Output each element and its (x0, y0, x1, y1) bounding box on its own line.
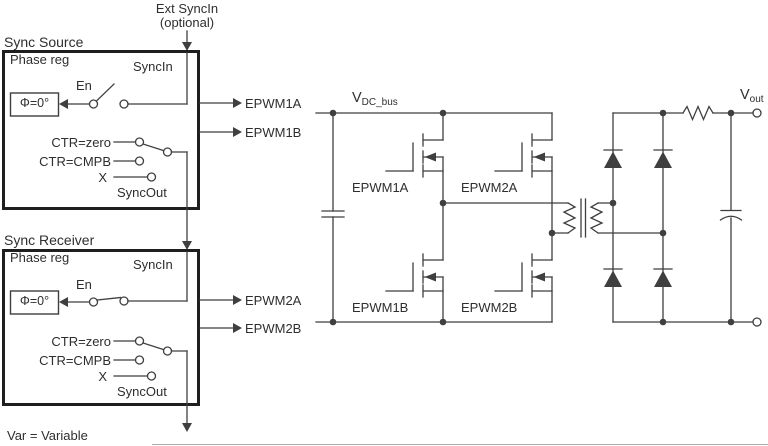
mosfet-epwm1a (385, 112, 444, 204)
diode-bottom-left (603, 268, 623, 287)
epwm1b-output-label: EPWM1B (245, 125, 302, 140)
ext-syncin-optional-label: (optional) (159, 15, 215, 30)
transformer (442, 198, 664, 238)
rectifier-bridge (603, 112, 754, 323)
en-label: En (76, 78, 92, 93)
ext-syncin-wire (182, 30, 192, 51)
receiver-output-arrows (199, 295, 242, 333)
epwm1a-output-label: EPWM1A (245, 96, 302, 111)
epwm2b-output-label: EPWM2B (245, 321, 302, 336)
syncout-selector (113, 336, 173, 381)
vdc-bus-label: VDC_bus (352, 90, 398, 110)
junction-dots (329, 109, 735, 326)
dc-bus-capacitor (321, 112, 345, 323)
ctr-cmpb-label: CTR=CMPB (39, 353, 111, 368)
vdc-bus-sub: DC_bus (361, 97, 398, 108)
ctr-zero-label: CTR=zero (51, 334, 111, 349)
output-inductor (682, 104, 754, 122)
mosfet-epwm2b (494, 232, 553, 323)
phase-reg-label: Phase reg (10, 52, 70, 67)
vout-sub: out (749, 94, 764, 105)
phase-reg-label: Phase reg (10, 250, 70, 265)
x-input-label: X (98, 170, 107, 185)
mosfet-epwm2a (494, 112, 553, 234)
output-capacitor (719, 112, 743, 323)
en-switch-open (88, 83, 129, 109)
footnote: Var = Variable (7, 428, 88, 443)
epwm2a-output-label: EPWM2A (245, 293, 302, 308)
mosfet-label-epwm1b: EPWM1B (352, 300, 409, 315)
sync-receiver-block (2, 249, 242, 432)
syncin-label: SyncIn (133, 257, 173, 272)
phase-value-label: Φ=0° (19, 294, 50, 308)
mosfet-label-epwm2b: EPWM2B (461, 300, 518, 315)
sync-source-title: Sync Source (4, 34, 84, 50)
syncin-label: SyncIn (133, 59, 173, 74)
sync-receiver-title: Sync Receiver (4, 232, 95, 248)
source-output-arrows (199, 98, 242, 137)
mosfet-label-epwm2a: EPWM2A (461, 180, 518, 195)
ext-syncin-label: Ext SyncIn (155, 1, 219, 16)
ctr-zero-label: CTR=zero (51, 135, 111, 150)
vout-terminals (752, 108, 762, 327)
dc-bus-rails (315, 112, 553, 323)
syncout-selector (113, 137, 173, 182)
x-input-label: X (98, 369, 107, 384)
syncout-label: SyncOut (117, 384, 167, 399)
phase-value-label: Φ=0° (19, 96, 50, 110)
vdc-bus-base: V (352, 90, 362, 106)
en-switch-closed (88, 296, 129, 307)
phase-reg-box (9, 290, 60, 315)
ctr-cmpb-label: CTR=CMPB (39, 154, 111, 169)
diode-top-right (653, 149, 673, 168)
diode-bottom-right (653, 268, 673, 287)
phase-reg-box (9, 92, 60, 117)
syncout-label: SyncOut (117, 185, 167, 200)
diode-top-left (603, 149, 623, 168)
vout-label: Vout (740, 87, 764, 107)
mosfet-label-epwm1a: EPWM1A (352, 180, 409, 195)
en-label: En (76, 277, 92, 292)
vout-base: V (740, 87, 750, 103)
sync-source-block (2, 50, 242, 250)
mosfet-epwm1b (385, 202, 444, 323)
